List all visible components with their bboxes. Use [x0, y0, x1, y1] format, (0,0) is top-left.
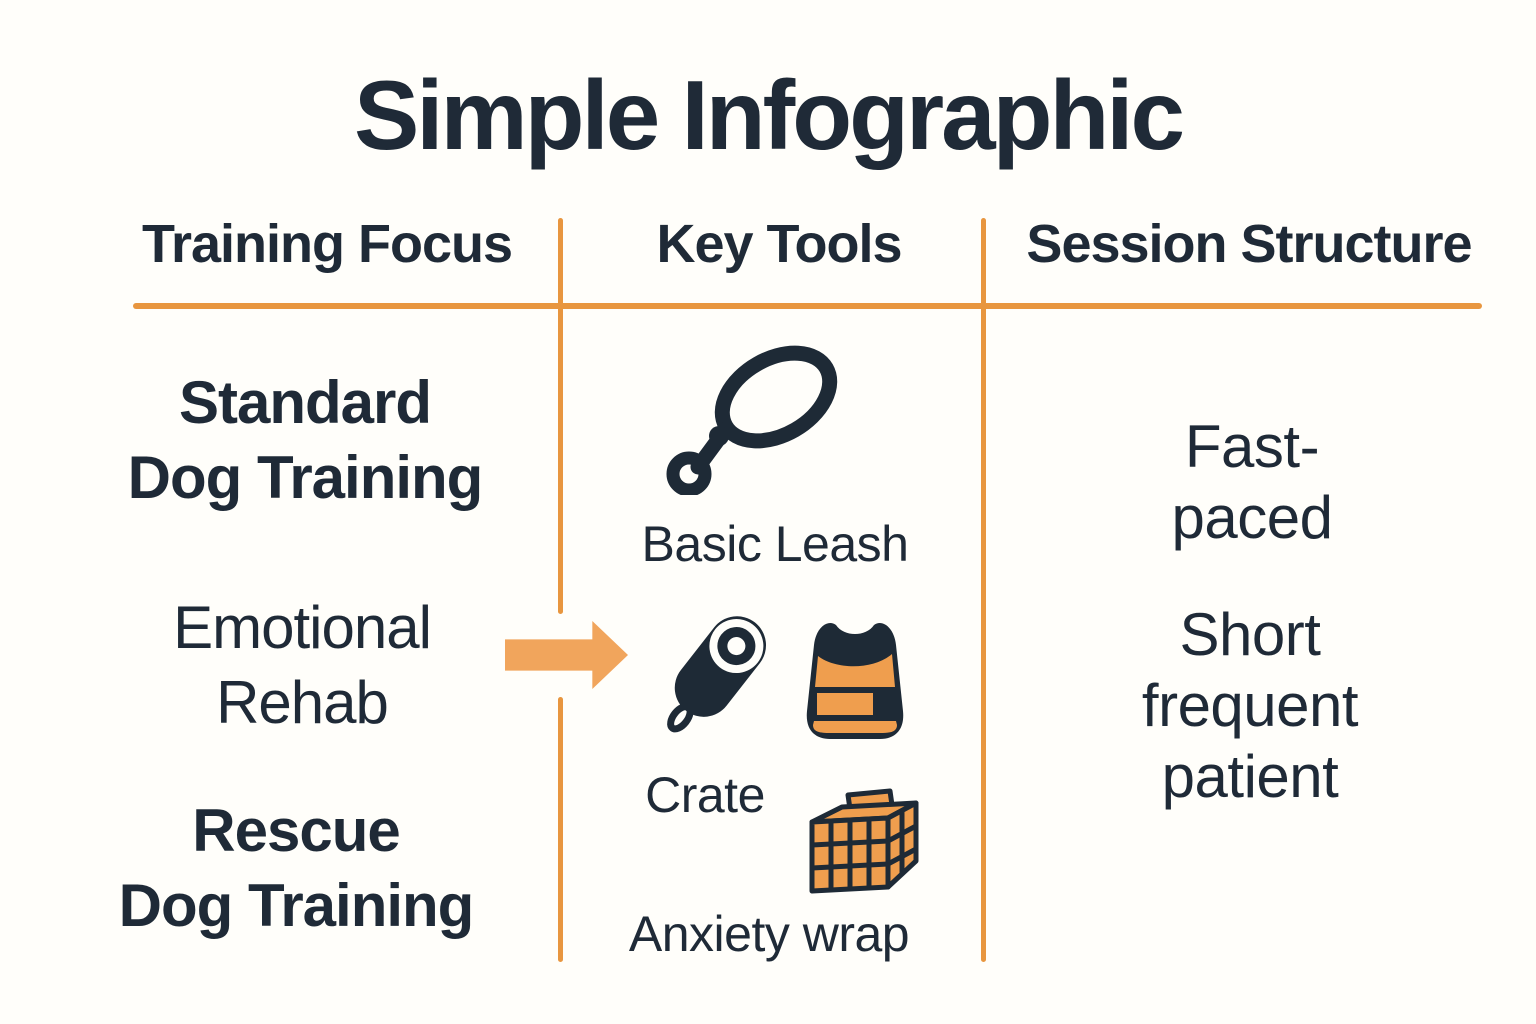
focus-item-emotional-rehab: Emotional Rehab	[173, 594, 432, 736]
column-header-session-structure: Session Structure	[1026, 214, 1472, 274]
tool-label-crate: Crate	[645, 767, 765, 823]
column-header-key-tools: Key Tools	[656, 214, 902, 274]
column-divider-2	[981, 218, 986, 962]
column-divider-1-bottom	[558, 697, 563, 962]
tool-label-basic-leash: Basic Leash	[641, 516, 909, 572]
leash-icon	[658, 345, 838, 495]
clicker-icon	[648, 606, 778, 756]
page-title: Simple Infographic	[353, 60, 1185, 170]
crate-icon	[788, 775, 938, 900]
focus-item-rescue-dog-training: Rescue Dog Training	[118, 797, 475, 939]
flow-arrow-right-icon	[505, 621, 628, 689]
session-item-fast-paced: Fast-paced	[1171, 413, 1333, 551]
tool-label-anxiety-wrap: Anxiety wrap	[628, 906, 910, 962]
focus-item-standard-dog-training: Standard Dog Training	[127, 369, 484, 511]
session-item-short-frequent-patient: Short frequent patient	[1141, 601, 1359, 810]
header-underline	[133, 303, 1482, 309]
column-header-training-focus: Training Focus	[141, 214, 513, 274]
column-divider-1-top	[558, 218, 563, 614]
vest-icon	[790, 613, 920, 743]
